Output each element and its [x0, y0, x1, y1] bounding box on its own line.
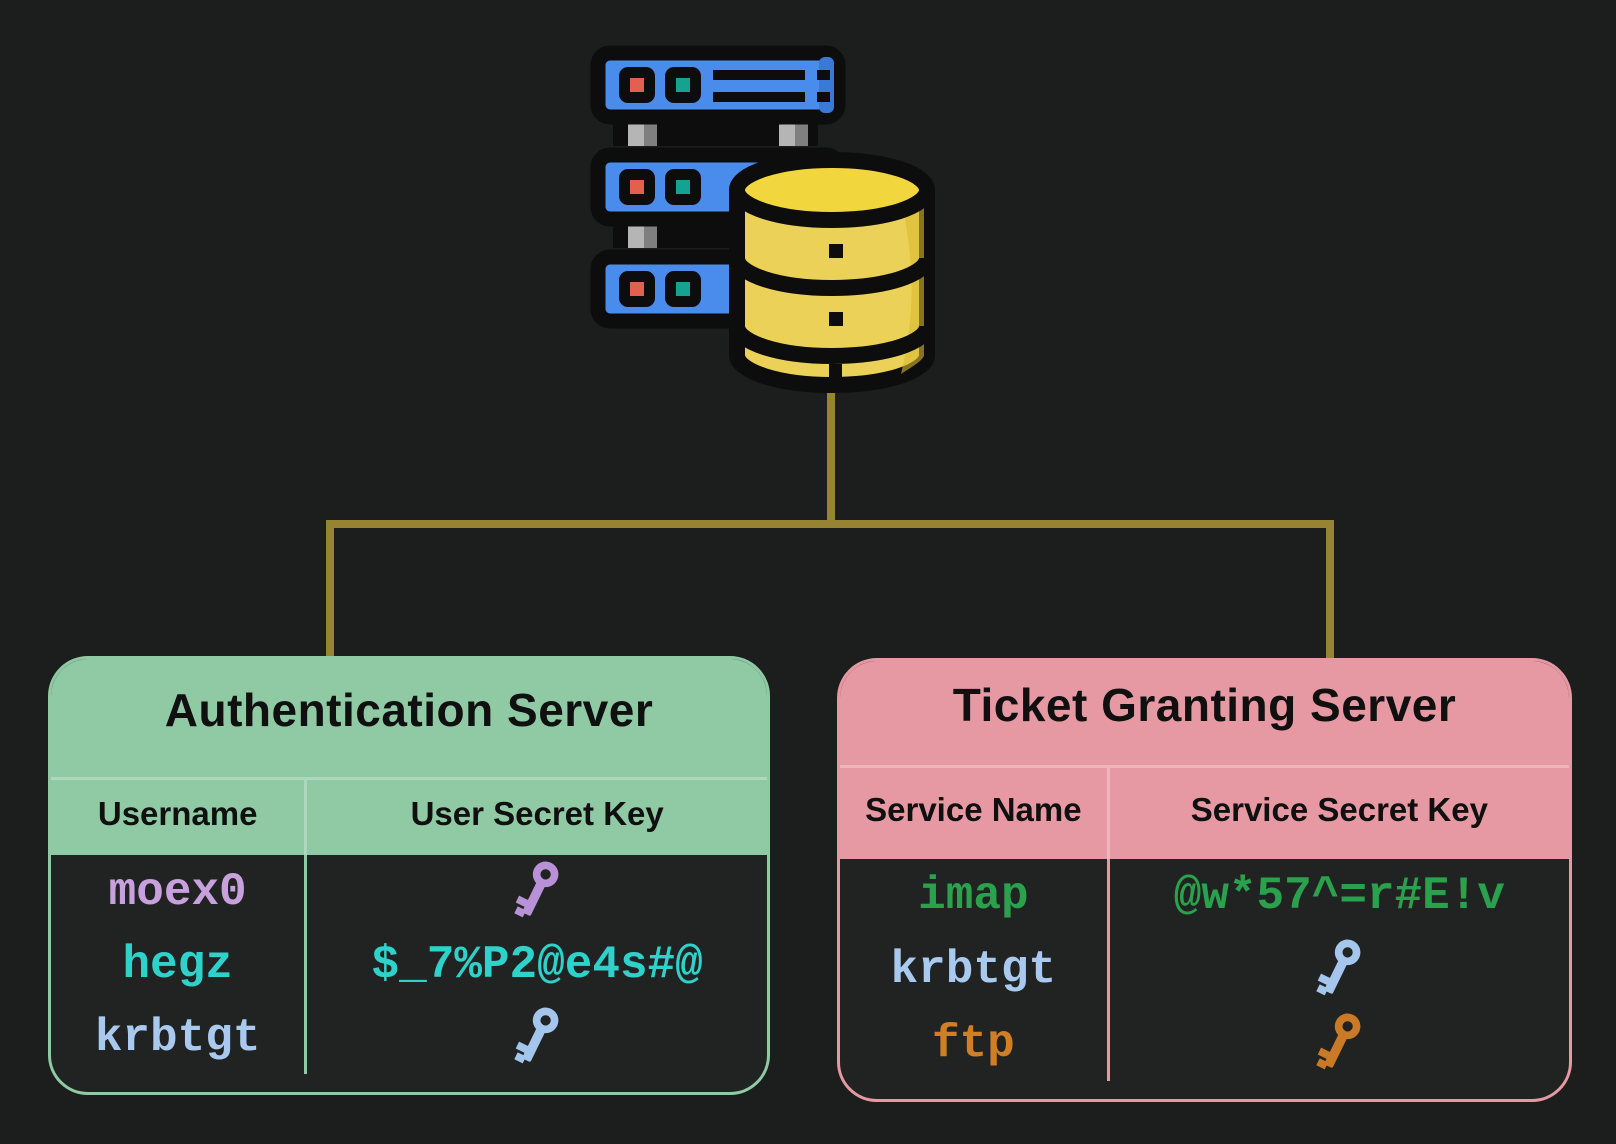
- username-cell: hegz: [51, 928, 308, 1001]
- username-column-header: Username: [51, 780, 308, 855]
- service-name-column-header: Service Name: [840, 768, 1110, 859]
- username-cell: moex0: [51, 855, 308, 928]
- ticket-granting-server-table: Ticket Granting Server Service Name Serv…: [837, 658, 1572, 1102]
- table-row: krbtgt: [51, 1001, 767, 1074]
- table-row: imap @w*57^=r#E!v: [840, 859, 1569, 933]
- tgs-column-headers: Service Name Service Secret Key: [840, 765, 1569, 859]
- authentication-server-table: Authentication Server Username User Secr…: [48, 656, 770, 1095]
- auth-column-headers: Username User Secret Key: [51, 777, 767, 855]
- secret-key-cell: [1110, 1007, 1569, 1081]
- key-icon: [1316, 1013, 1361, 1070]
- secret-key-text: @w*57^=r#E!v: [1173, 870, 1505, 922]
- secret-key-cell: [307, 1001, 767, 1074]
- key-icon: [1316, 939, 1361, 996]
- ticket-granting-server-title: Ticket Granting Server: [840, 661, 1569, 765]
- secret-key-text: $_7%P2@e4s#@: [371, 938, 703, 991]
- auth-table-body: moex0 hegz $_7%P2@e4s#@krbtgt: [51, 855, 767, 1092]
- secret-key-cell: [1110, 933, 1569, 1007]
- service-name-cell: krbtgt: [840, 933, 1110, 1007]
- connector-line-right: [1326, 520, 1334, 661]
- user-secret-key-column-header: User Secret Key: [410, 794, 664, 832]
- table-row: moex0: [51, 855, 767, 928]
- authentication-server-title: Authentication Server: [51, 659, 767, 777]
- table-row: hegz $_7%P2@e4s#@: [51, 928, 767, 1001]
- server-database-icon: [590, 45, 935, 393]
- connector-line-stub: [827, 388, 835, 524]
- key-icon: [514, 861, 559, 917]
- key-icon: [514, 1007, 559, 1063]
- table-row: ftp: [840, 1007, 1569, 1081]
- connector-line-left: [326, 520, 334, 659]
- service-name-cell: ftp: [840, 1007, 1110, 1081]
- secret-key-cell: @w*57^=r#E!v: [1110, 859, 1569, 933]
- secret-key-cell: [307, 855, 767, 928]
- username-cell: krbtgt: [51, 1001, 308, 1074]
- service-secret-key-column-header: Service Secret Key: [1190, 790, 1488, 828]
- table-row: krbtgt: [840, 933, 1569, 1007]
- tgs-table-body: imap @w*57^=r#E!v krbtgt ftp: [840, 859, 1569, 1099]
- service-name-cell: imap: [840, 859, 1110, 933]
- secret-key-cell: $_7%P2@e4s#@: [307, 928, 767, 1001]
- connector-line-horizontal: [326, 520, 1334, 528]
